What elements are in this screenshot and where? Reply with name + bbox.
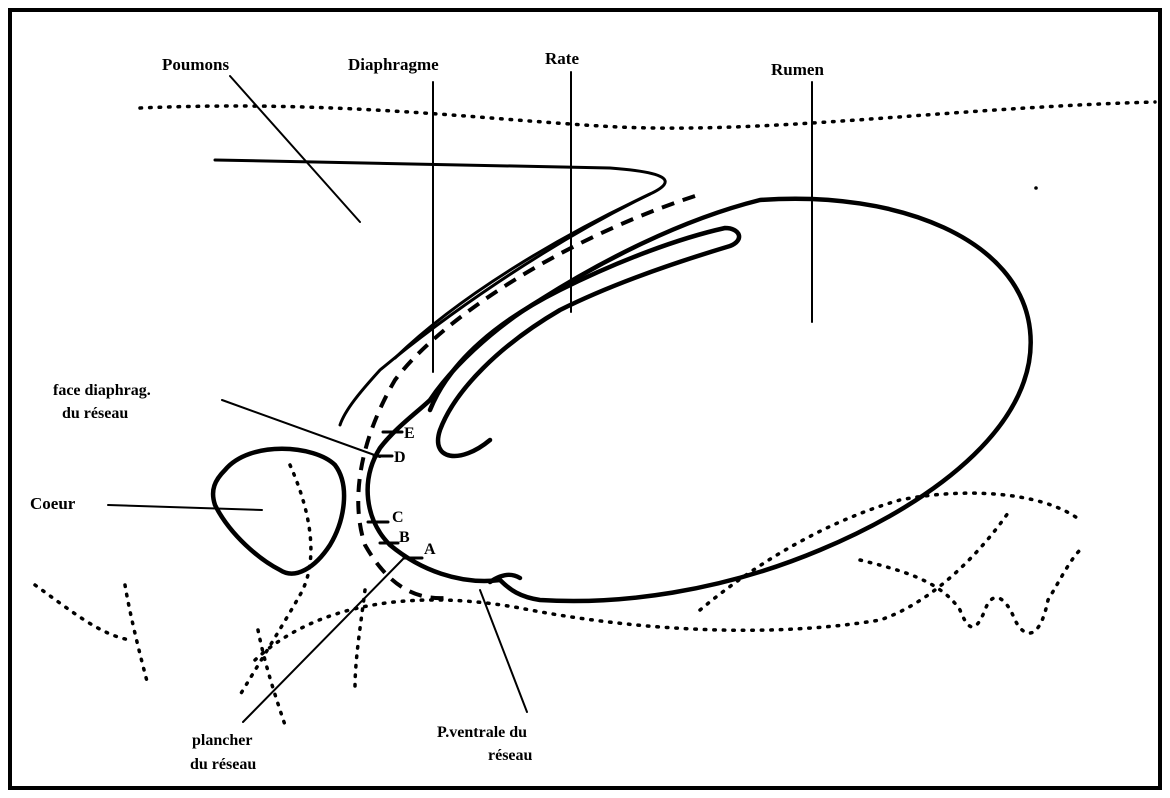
rumen-outline xyxy=(368,199,1031,601)
stray-dot xyxy=(1034,186,1038,190)
diaphragm-outer-line xyxy=(340,194,650,425)
label-face-diaphrag-line2: du réseau xyxy=(62,405,128,422)
label-diaphragme: Diaphragme xyxy=(348,55,439,74)
ventral-outline-dotted xyxy=(255,510,1010,660)
poumons-leader xyxy=(230,76,360,222)
point-D: D xyxy=(394,449,406,466)
lung-outline xyxy=(215,160,665,358)
pventrale-leader xyxy=(480,590,527,712)
abdominal-wall-dotted xyxy=(700,493,1080,610)
label-plancher-line1: plancher xyxy=(192,732,252,749)
label-poumons: Poumons xyxy=(162,55,229,74)
plancher-leader xyxy=(243,558,404,722)
limb-left-dotted xyxy=(35,585,130,640)
label-pventrale-line1: P.ventrale du xyxy=(437,724,527,741)
label-coeur: Coeur xyxy=(30,494,76,513)
coeur-leader xyxy=(108,505,262,510)
heart-outline xyxy=(213,449,344,574)
spleen-outline xyxy=(430,228,739,456)
label-rate: Rate xyxy=(545,49,579,68)
label-plancher-line2: du réseau xyxy=(190,756,256,773)
label-rumen: Rumen xyxy=(771,60,824,79)
ventral-wave-dotted xyxy=(860,550,1080,633)
limb-right-dotted xyxy=(355,590,365,688)
anatomy-diagram: Poumons Diaphragme Rate Rumen face diaph… xyxy=(12,12,1166,794)
point-C: C xyxy=(392,509,404,526)
reticulum-ventral-fold xyxy=(490,575,520,582)
point-E: E xyxy=(404,425,415,442)
limb-mid-dotted xyxy=(240,465,311,695)
figure-frame: Poumons Diaphragme Rate Rumen face diaph… xyxy=(8,8,1162,790)
label-pventrale-line2: réseau xyxy=(488,747,533,764)
point-B: B xyxy=(399,529,410,546)
point-A: A xyxy=(424,541,436,558)
dorsal-outline-dotted xyxy=(140,102,1155,128)
label-face-diaphrag-line1: face diaphrag. xyxy=(53,382,151,399)
limb-left-dotted-2 xyxy=(125,585,148,685)
